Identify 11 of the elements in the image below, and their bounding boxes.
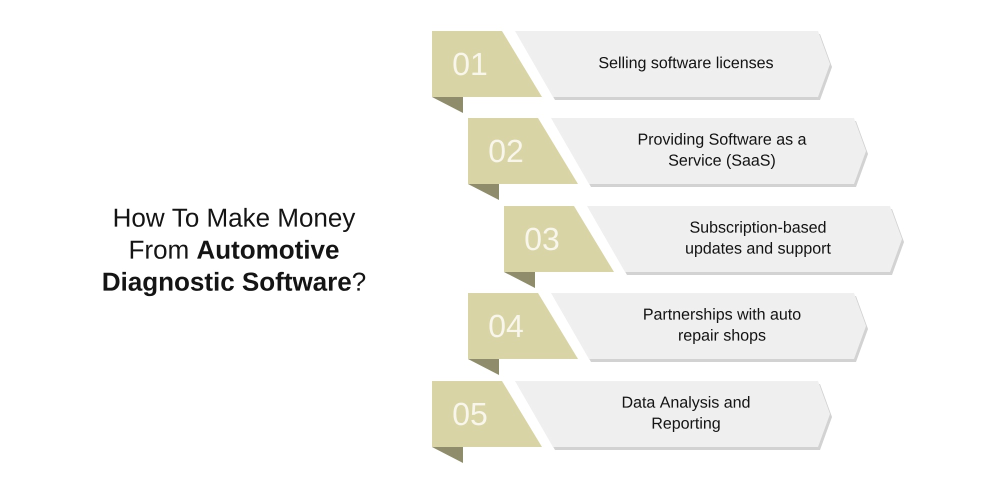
chevron-box: Data Analysis and Reporting bbox=[515, 381, 832, 450]
number-tab: 05 bbox=[432, 381, 542, 463]
number-tab: 03 bbox=[504, 206, 614, 288]
chevron-box: Subscription-based updates and support bbox=[587, 206, 904, 275]
number-tab: 02 bbox=[468, 118, 578, 200]
chevron-box: Selling software licenses bbox=[515, 31, 832, 100]
number-tab: 01 bbox=[432, 31, 542, 113]
title: How To Make Money From Automotive Diagnostic Software? bbox=[104, 208, 366, 296]
number-tab: 04 bbox=[468, 293, 578, 375]
chevron-box: Partnerships with auto repair shops bbox=[551, 293, 868, 362]
chevron-box: Providing Software as a Service (SaaS) bbox=[551, 118, 868, 187]
